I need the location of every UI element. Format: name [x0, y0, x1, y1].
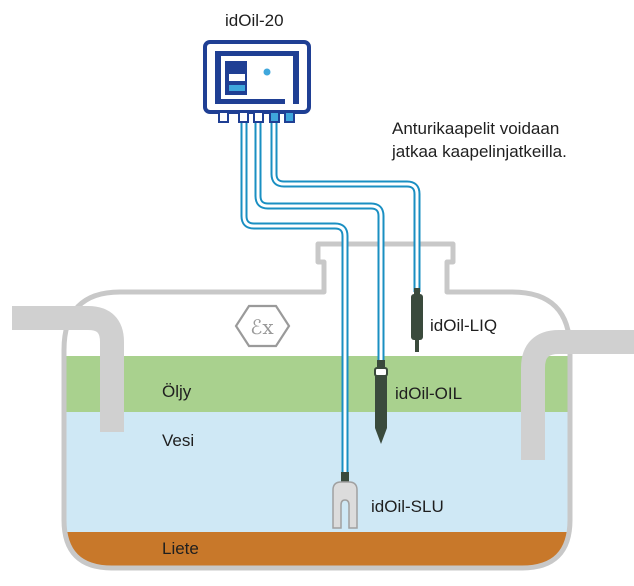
- controller-label: idOil-20: [225, 11, 284, 30]
- note-line-1: Anturikaapelit voidaan: [392, 119, 560, 138]
- sensor-oil: [374, 360, 388, 444]
- sensor-label-oil: idOil-OIL: [395, 384, 463, 403]
- ex-explosion-protection-icon: ℰx: [234, 304, 291, 348]
- layer-label-water: Vesi: [162, 431, 195, 450]
- sensor-cables: [240, 120, 421, 476]
- cable-liq: [270, 120, 421, 292]
- cable-extension-note: Anturikaapelit voidaan jatkaa kaapelinja…: [392, 117, 567, 163]
- sensor-slu: [332, 472, 358, 529]
- layer-label-oil: Öljy: [162, 382, 192, 401]
- controller-device: [203, 40, 311, 123]
- inlet-pipe: [12, 306, 124, 432]
- water-layer: [64, 412, 570, 534]
- sensor-liq: [411, 288, 423, 352]
- cable-slu: [240, 120, 349, 476]
- sludge-layer: [64, 532, 570, 568]
- note-line-2: jatkaa kaapelinjatkeilla.: [392, 142, 567, 161]
- tank-outline: [61, 241, 573, 571]
- cable-oil: [254, 120, 385, 362]
- svg-text:ℰx: ℰx: [250, 315, 274, 339]
- outlet-pipe: [521, 330, 634, 460]
- tank-contents: [64, 290, 570, 568]
- layer-label-sludge: Liete: [162, 539, 199, 558]
- oil-layer: [64, 356, 570, 412]
- sensor-label-slu: idOil-SLU: [371, 497, 444, 516]
- sensor-label-liq: idOil-LIQ: [430, 316, 498, 335]
